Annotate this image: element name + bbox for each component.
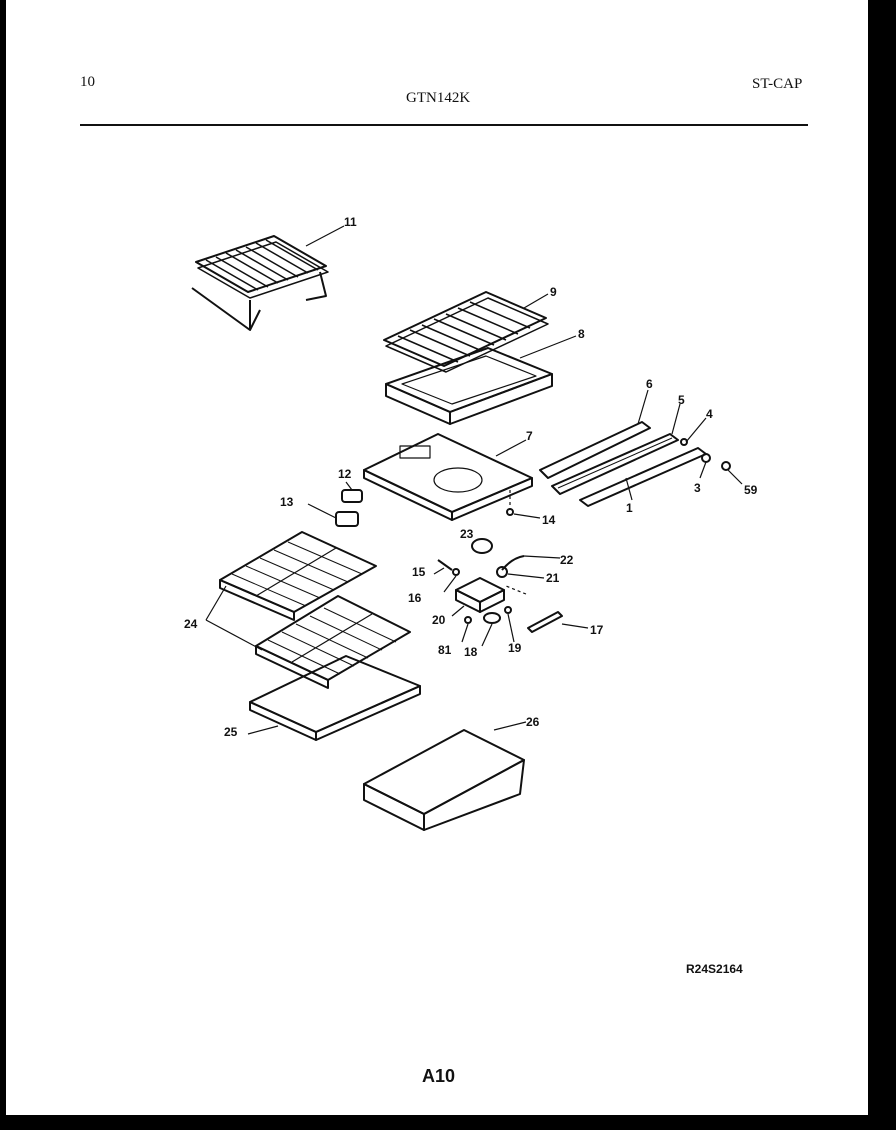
header-rule: [80, 124, 808, 126]
callout-4: 4: [706, 407, 713, 421]
part-13-knob: [335, 511, 359, 527]
callout-5: 5: [678, 393, 685, 407]
callout-3: 3: [694, 481, 701, 495]
figure-label: A10: [422, 1066, 456, 1086]
part-18-washer: [483, 612, 501, 624]
part-19-screw: [504, 606, 512, 614]
part-23-knob: [471, 538, 493, 554]
callout-15: 15: [412, 565, 426, 579]
callout-17: 20: [432, 613, 446, 627]
callout-23: 23: [460, 527, 474, 541]
part-26-crisper-pan: [363, 729, 525, 831]
callout-7: 7: [526, 429, 533, 443]
part-81-screw: [464, 616, 472, 624]
part-24-upper-shelf: [219, 531, 377, 621]
callout-18: 18: [464, 645, 478, 659]
page-number: 10: [80, 74, 95, 90]
callout-1: 1: [626, 501, 633, 515]
part-7-control-tray: [363, 433, 533, 521]
part-16-screw: [452, 568, 460, 576]
callout-13: 13: [280, 495, 294, 509]
callout-59: 59: [744, 483, 758, 497]
callout-21: 21: [546, 571, 560, 585]
exploded-parts-diagram: 11 9 8 6 5 4 3 59 1 7 12 13 14 23 22 15 …: [184, 215, 758, 831]
part-12-knob: [341, 489, 363, 503]
part-8-shelf-frame: [385, 347, 553, 425]
part-15-wire: [437, 559, 453, 571]
part-59-screw: [721, 461, 731, 471]
callout-20: 17: [590, 623, 604, 637]
model-variant: ST-CAP: [752, 76, 803, 92]
part-3-screw: [701, 453, 711, 463]
callout-19: 19: [508, 641, 522, 655]
callout-8: 8: [578, 327, 585, 341]
part-24-lower-shelf: [255, 595, 411, 689]
part-25-crisper-cover: [249, 655, 421, 741]
callout-81: 81: [438, 643, 452, 657]
part-17-control-housing: [455, 577, 505, 613]
part-5-rail: [551, 433, 679, 495]
callout-16: 16: [408, 591, 422, 605]
callout-25: 25: [224, 725, 238, 739]
parts-sheet: 10 GTN142K ST-CAP: [6, 0, 868, 1115]
part-11-freezer-wire-shelf: [191, 235, 329, 331]
part-21-thermostat: [496, 566, 508, 578]
part-4-clip: [680, 438, 688, 446]
drawing-reference: R24S2164: [686, 962, 743, 976]
part-20-bracket: [527, 611, 563, 633]
callout-6: 6: [646, 377, 653, 391]
part-9-shelf-grille: [383, 291, 549, 373]
callout-12: 12: [338, 467, 352, 481]
callout-9: 9: [550, 285, 557, 299]
callout-24: 24: [184, 617, 198, 631]
callout-26: 26: [526, 715, 540, 729]
callout-11: 11: [344, 215, 357, 229]
model-number: GTN142K: [406, 90, 471, 106]
part-6-rail: [539, 421, 651, 479]
callout-22: 22: [560, 553, 574, 567]
callout-14: 14: [542, 513, 556, 527]
